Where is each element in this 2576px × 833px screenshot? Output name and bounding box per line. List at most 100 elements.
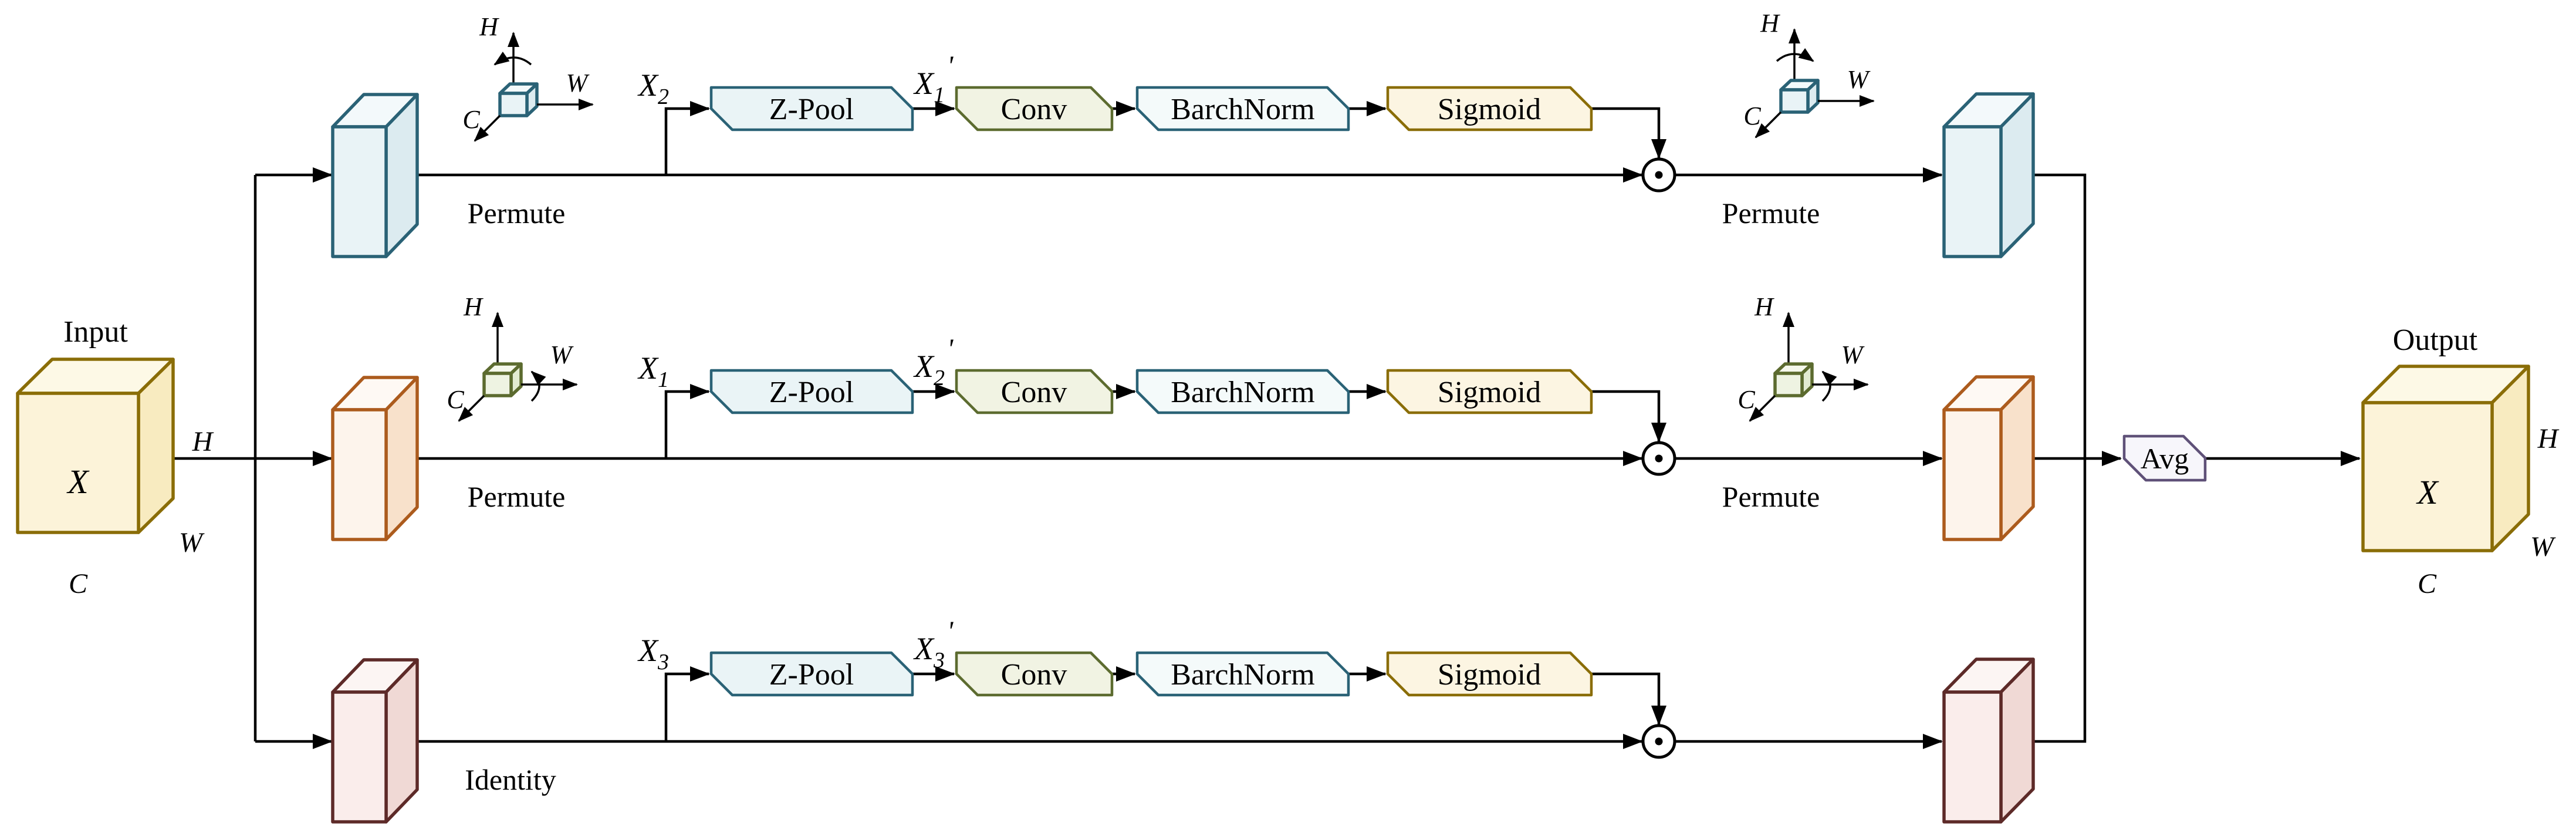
avg-block-group: Avg [2122, 434, 2207, 482]
zpool-block [709, 651, 914, 697]
arrow-sigmoid-product [1591, 672, 1666, 726]
rotation-arc-icon [1821, 370, 1837, 402]
batchnorm-label: BarchNorm [1171, 376, 1314, 409]
cuboid-front-face [331, 690, 388, 824]
mini-cube-front [1773, 372, 1804, 397]
avg-block [2122, 434, 2207, 482]
axis-c-label: C [447, 385, 464, 414]
avg-label: Avg [2141, 442, 2189, 475]
axis-w-label: W [1847, 65, 1871, 94]
output-tensor-label: X [2416, 473, 2439, 511]
sigmoid-label: Sigmoid [1438, 376, 1541, 409]
identity-label: Identity [465, 763, 556, 796]
rotation-arc-icon [1776, 48, 1814, 62]
tap-arrow-middle [664, 384, 710, 458]
arrow-sigmoid-product [1591, 107, 1666, 159]
output-dim-h: H [2537, 423, 2560, 454]
middle-permuted-cuboid [331, 376, 419, 541]
axis-w-label: W [566, 69, 590, 97]
conv-block [955, 651, 1114, 697]
output-dim-w: W [2530, 531, 2556, 562]
cube-front-face [16, 392, 140, 534]
top-output-cuboid [1942, 92, 2035, 258]
input-title: Input [63, 315, 128, 349]
conv-block [955, 369, 1114, 414]
cuboid-front-face [1942, 125, 2003, 258]
zpool-block [709, 369, 914, 414]
c-axis-arrow [458, 394, 485, 422]
zpool-block [709, 86, 914, 131]
axis-h-label: H [1760, 9, 1780, 38]
zpool-label: Z-Pool [769, 376, 854, 409]
bottom-output-cuboid [1942, 657, 2035, 824]
conv-label: Conv [1001, 376, 1067, 409]
permute-label: Permute [468, 480, 566, 513]
cuboid-front-face [331, 408, 388, 541]
dot [1655, 454, 1663, 463]
bottom-branch-blocks: Z-Pool Conv BarchNorm Sigmoid [709, 651, 1593, 697]
axis-w-label: W [1841, 340, 1865, 369]
arrow-sigmoid-product [1591, 390, 1666, 443]
conv-label: Conv [1001, 658, 1067, 692]
tap-arrow-bottom [664, 666, 710, 741]
batchnorm-label: BarchNorm [1171, 93, 1314, 126]
conv-label: Conv [1001, 93, 1067, 126]
input-tensor-cube: Input X H W C [16, 315, 214, 599]
conv-block [955, 86, 1114, 131]
output-tensor-cube: Output X H W C [2361, 323, 2560, 599]
elementwise-product-icon [1641, 157, 1676, 193]
permute-label: Permute [1722, 480, 1820, 513]
x2-label: X2 [637, 68, 669, 109]
sigmoid-label: Sigmoid [1438, 93, 1541, 126]
input-tensor-label: X [66, 463, 90, 501]
axis-w-label: W [550, 340, 574, 369]
dot [1655, 171, 1663, 179]
axis-h-label: H [1754, 292, 1774, 321]
mini-cube-front [498, 92, 529, 117]
elementwise-product-icon [1641, 724, 1676, 759]
x1-label: X1 [637, 350, 669, 392]
sigmoid-label: Sigmoid [1438, 658, 1541, 692]
x3-label: X3 [637, 633, 669, 675]
zpool-label: Z-Pool [769, 658, 854, 692]
axis-c-label: C [1737, 385, 1755, 414]
sigmoid-block [1386, 369, 1593, 414]
zpool-label: Z-Pool [769, 93, 854, 126]
permute-label: Permute [468, 197, 566, 230]
permute-label: Permute [1722, 197, 1820, 230]
mini-cube-front [482, 372, 513, 397]
axis-c-label: C [1743, 102, 1761, 130]
cuboid-front-face [1942, 690, 2003, 824]
sigmoid-block [1386, 86, 1593, 131]
axis-h-label: H [479, 12, 499, 41]
top-branch-blocks: Z-Pool Conv BarchNorm Sigmoid [709, 86, 1593, 131]
c-axis-arrow [474, 114, 501, 142]
input-dim-h: H [192, 426, 214, 457]
axis-gizmo-middle-right: H W C [1737, 292, 1869, 422]
middle-branch-blocks: Z-Pool Conv BarchNorm Sigmoid [709, 369, 1593, 414]
x3-prime-label: X3' [913, 616, 954, 673]
top-permuted-cuboid [331, 93, 419, 258]
flow-connectors [173, 101, 2361, 749]
bottom-identity-cuboid [331, 658, 419, 824]
rotation-arc-icon [530, 370, 546, 402]
batchnorm-label: BarchNorm [1171, 658, 1314, 692]
cuboid-front-face [331, 125, 388, 258]
axis-gizmo-top-left: H W C [462, 12, 594, 142]
middle-output-cuboid [1942, 375, 2035, 541]
axis-c-label: C [462, 105, 480, 134]
elementwise-product-icon [1641, 441, 1676, 476]
batchnorm-block [1135, 86, 1350, 131]
sigmoid-block [1386, 651, 1593, 697]
output-dim-c: C [2418, 568, 2437, 599]
c-axis-arrow [1754, 111, 1782, 139]
x1-prime-label: X1' [913, 50, 954, 107]
c-axis-arrow [1749, 394, 1776, 422]
cube-front-face [2361, 401, 2494, 552]
mini-cube-front [1779, 88, 1810, 114]
cuboid-front-face [1942, 408, 2003, 541]
axis-gizmo-top-right: H W C [1743, 9, 1875, 139]
batchnorm-block [1135, 369, 1350, 414]
axis-gizmo-middle-left: H W C [447, 292, 578, 422]
